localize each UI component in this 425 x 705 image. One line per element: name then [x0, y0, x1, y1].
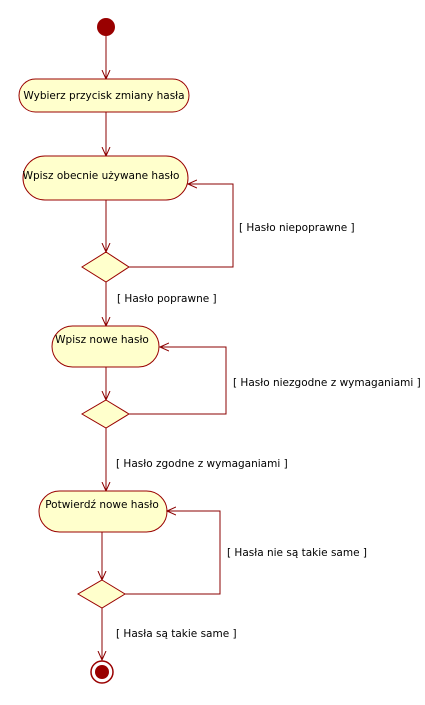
- decision-current-password[interactable]: [81, 251, 130, 283]
- guard-new-valid: [ Hasło zgodne z wymaganiami ]: [116, 458, 288, 470]
- end-node: [95, 665, 109, 679]
- flow-loop-new-invalid: [129, 347, 227, 415]
- action-confirm-new-label: Potwierdź nowe hasło: [45, 499, 159, 511]
- action-enter-new[interactable]: [51, 325, 160, 368]
- action-select-button[interactable]: [18, 78, 190, 113]
- guard-current-ok: [ Hasło poprawne ]: [117, 293, 217, 305]
- action-select-button-label: Wybierz przycisk zmiany hasła: [23, 90, 184, 102]
- start-node: [97, 18, 115, 36]
- action-enter-new-label: Wpisz nowe hasło: [55, 334, 149, 346]
- action-enter-current-label: Wpisz obecnie używane hasło: [23, 170, 180, 182]
- flow-loop-current-wrong: [129, 184, 234, 268]
- action-confirm-new[interactable]: [38, 490, 168, 533]
- guard-new-invalid: [ Hasło niezgodne z wymaganiami ]: [233, 377, 421, 389]
- guard-confirm-match: [ Hasła są takie same ]: [116, 628, 237, 640]
- guard-current-wrong: [ Hasło niepoprawne ]: [239, 222, 355, 234]
- decision-confirm-password[interactable]: [77, 579, 126, 609]
- guard-confirm-mismatch: [ Hasła nie są takie same ]: [227, 547, 367, 559]
- decision-new-password[interactable]: [81, 399, 130, 429]
- flow-loop-confirm-mismatch: [125, 511, 221, 595]
